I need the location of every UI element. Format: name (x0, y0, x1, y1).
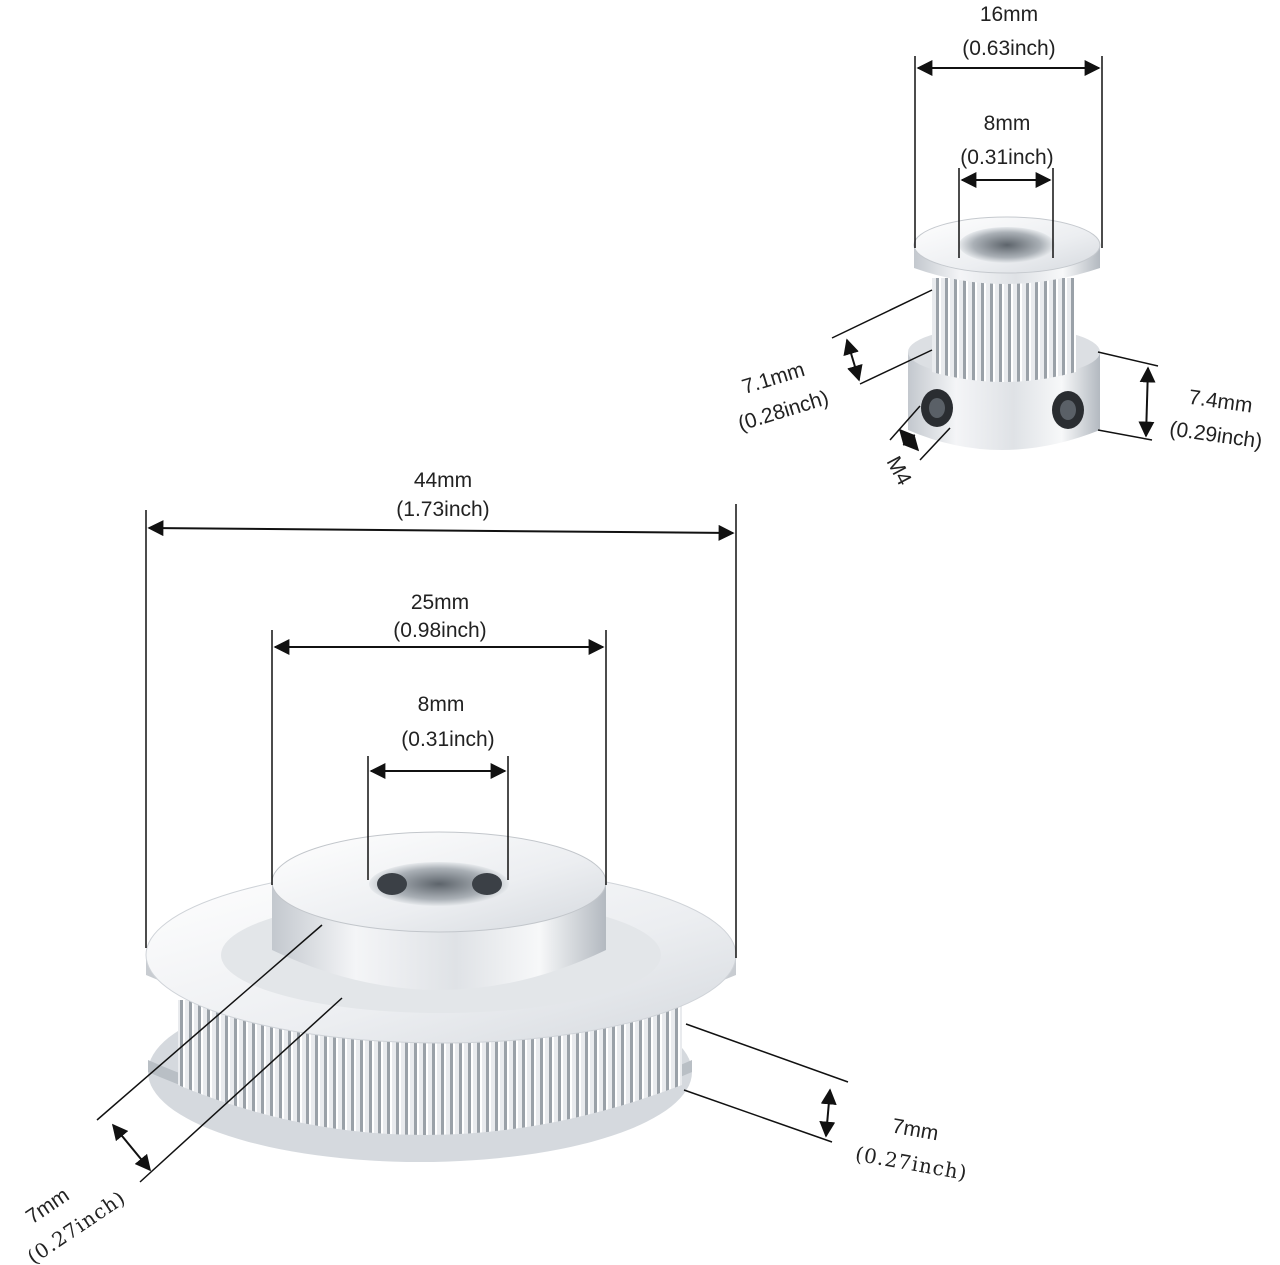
set-screw-right (1052, 391, 1084, 429)
set-screw-label: M4 (882, 453, 916, 490)
large-hub-width-inch: (0.98inch) (393, 619, 486, 642)
small-hub-height-mm: 7.4mm (1187, 386, 1254, 418)
small-tooth-height-dimension (831, 289, 933, 385)
small-outer-width-inch: (0.63inch) (962, 37, 1055, 60)
large-hub-width-mm: 25mm (411, 591, 469, 614)
large-tooth-height-right-mm: 7mm (890, 1115, 940, 1146)
large-outer-width-mm: 44mm (414, 469, 472, 492)
large-pulley (145, 831, 737, 1162)
large-tooth-height-right-dimension (683, 1023, 849, 1143)
large-bore-inch: (0.31inch) (401, 728, 494, 751)
set-screw-dimension (889, 405, 951, 461)
small-hub-height-inch: (0.29inch) (1168, 417, 1264, 453)
small-bore-dimension (958, 168, 1054, 258)
large-bore-mm: 8mm (418, 693, 465, 716)
small-bore-mm: 8mm (984, 112, 1031, 135)
small-outer-width-dimension (914, 56, 1103, 248)
large-hub-width-dimension (271, 630, 607, 885)
small-tooth-height-mm: 7.1mm (739, 358, 807, 399)
large-outer-width-dimension (145, 504, 737, 958)
small-hub-height-dimension (1097, 351, 1159, 441)
large-bore-dimension (367, 756, 509, 880)
set-screw-left (921, 389, 953, 427)
large-tooth-height-left-dimension (96, 924, 343, 1183)
large-tooth-height-right-inch: (0.27inch) (853, 1142, 969, 1185)
large-outer-width-inch: (1.73inch) (396, 498, 489, 521)
small-outer-width-mm: 16mm (980, 3, 1038, 26)
small-bore-inch: (0.31inch) (960, 146, 1053, 169)
small-pulley (908, 216, 1101, 450)
